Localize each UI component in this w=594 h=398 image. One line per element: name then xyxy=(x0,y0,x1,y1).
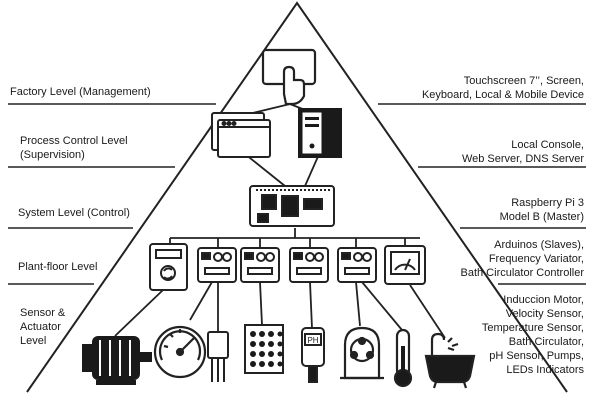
bathtub-circulator-icon xyxy=(424,332,476,389)
arduino-board-icon xyxy=(289,247,329,283)
devices-process-control: Local Console, Web Server, DNS Server xyxy=(461,139,584,165)
touchscreen-icon xyxy=(261,48,317,106)
level-separators xyxy=(8,103,586,285)
devices-sensor-actuator: Induccion Motor, Velocity Sensor, Temper… xyxy=(481,294,584,376)
level-label-sensor-actuator: Sensor & Actuator Level xyxy=(20,307,66,347)
induction-motor-icon xyxy=(82,336,152,385)
arduino-board-icon xyxy=(197,247,237,283)
ph-label: PH xyxy=(307,336,318,345)
devices-system: Raspberry Pi 3 Model B (Master) xyxy=(499,197,584,223)
thermometer-icon xyxy=(393,328,413,388)
level-label-system: System Level (Control) xyxy=(18,207,130,219)
led-matrix-icon xyxy=(244,324,284,374)
arduino-board-icon xyxy=(337,247,377,283)
level-label-plant-floor: Plant-floor Level xyxy=(18,261,98,273)
temperature-sensor-icon xyxy=(207,331,229,382)
devices-factory: Touchscreen 7’’, Screen, Keyboard, Local… xyxy=(421,75,584,101)
server-tower-icon xyxy=(298,108,342,158)
level-label-process-control: Process Control Level (Supervision) xyxy=(20,135,128,161)
frequency-variator-icon xyxy=(149,243,188,291)
bath-controller-meter-icon xyxy=(384,245,426,285)
devices-plant-floor: Arduinos (Slaves), Frequency Variator, B… xyxy=(460,239,585,279)
raspberry-pi-board-icon xyxy=(249,185,335,227)
ph-sensor-icon: PH xyxy=(301,327,325,383)
pyramid-outline xyxy=(26,1,568,393)
velocity-gauge-icon xyxy=(153,325,207,379)
level-label-factory: Factory Level (Management) xyxy=(10,86,151,98)
arduino-board-icon xyxy=(240,247,280,283)
connector-lines xyxy=(114,92,446,339)
browser-windows-icon xyxy=(211,112,271,158)
peristaltic-pump-icon xyxy=(340,326,384,380)
